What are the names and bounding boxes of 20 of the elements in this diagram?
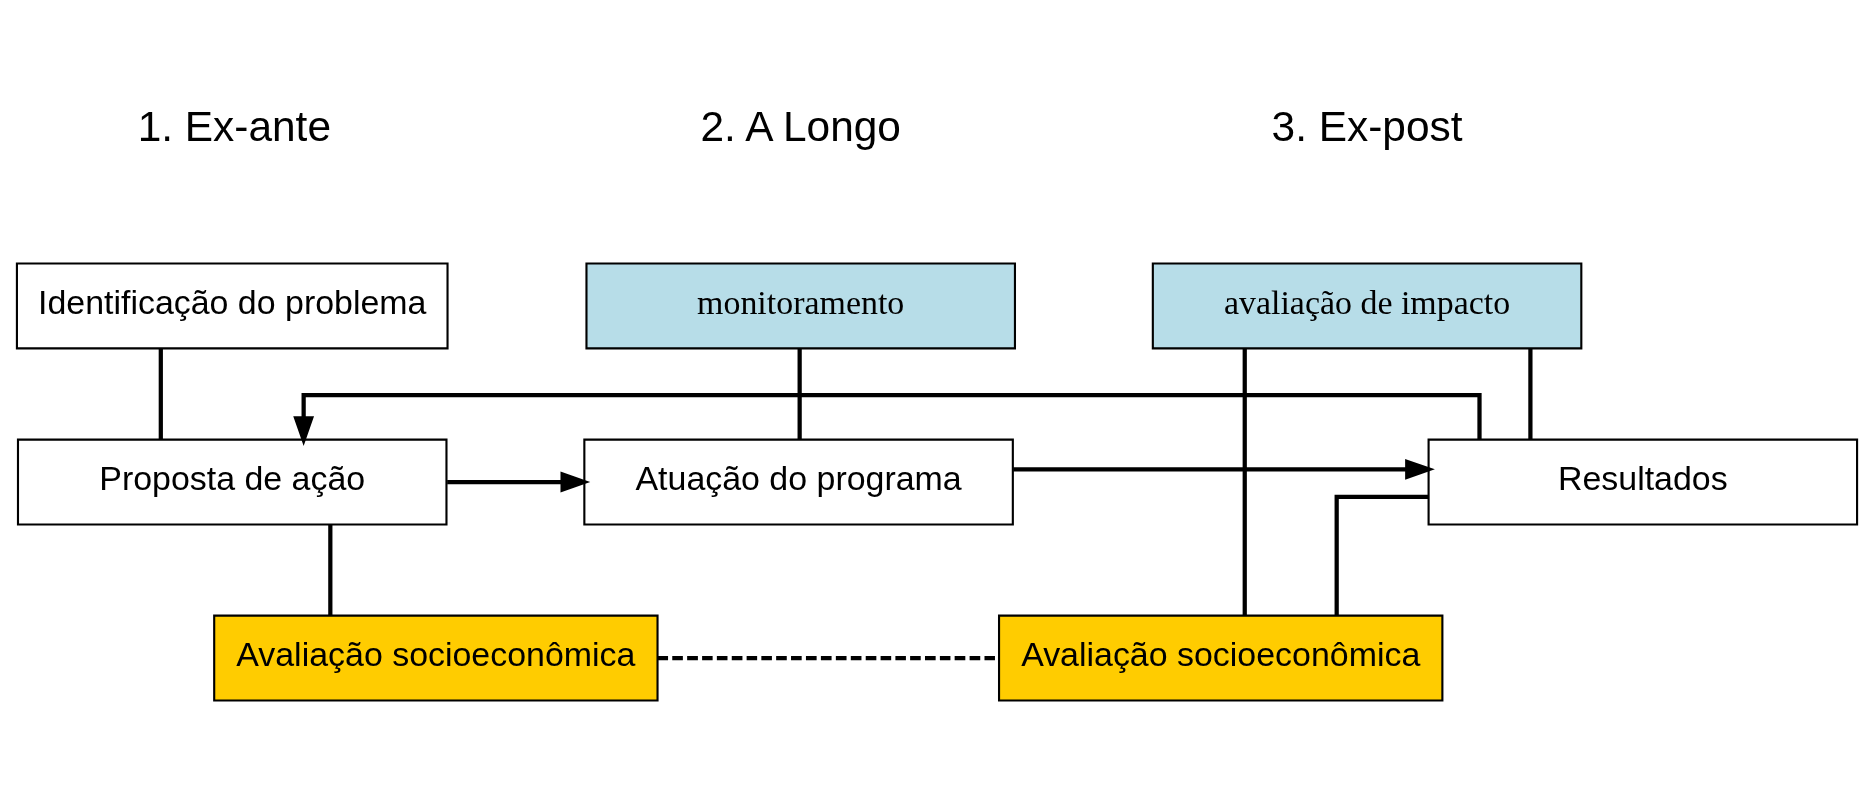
node-box: Atuação do programa xyxy=(583,438,1014,525)
node-box: Avaliação socioeconômica xyxy=(998,614,1444,702)
connector xyxy=(158,348,163,439)
label: 2. A Longo xyxy=(700,102,901,150)
node-box: Proposta de ação xyxy=(16,438,448,525)
connector xyxy=(1334,494,1429,615)
connector xyxy=(1242,347,1247,615)
arrow xyxy=(1013,458,1435,480)
node-box: Avaliação socioeconômica xyxy=(213,614,659,702)
node-box: monitoramento xyxy=(585,262,1016,349)
node-box: avaliação de impacto xyxy=(1151,262,1583,349)
arrow xyxy=(293,392,1482,446)
node-box: Resultados xyxy=(1427,438,1859,525)
connector xyxy=(797,348,802,439)
connector xyxy=(328,524,333,615)
label: 3. Ex-post xyxy=(1271,102,1463,150)
label: 1. Ex-ante xyxy=(137,102,331,150)
arrow xyxy=(447,471,591,492)
node-box: Identificação do problema xyxy=(15,262,449,349)
connector xyxy=(1528,348,1533,439)
